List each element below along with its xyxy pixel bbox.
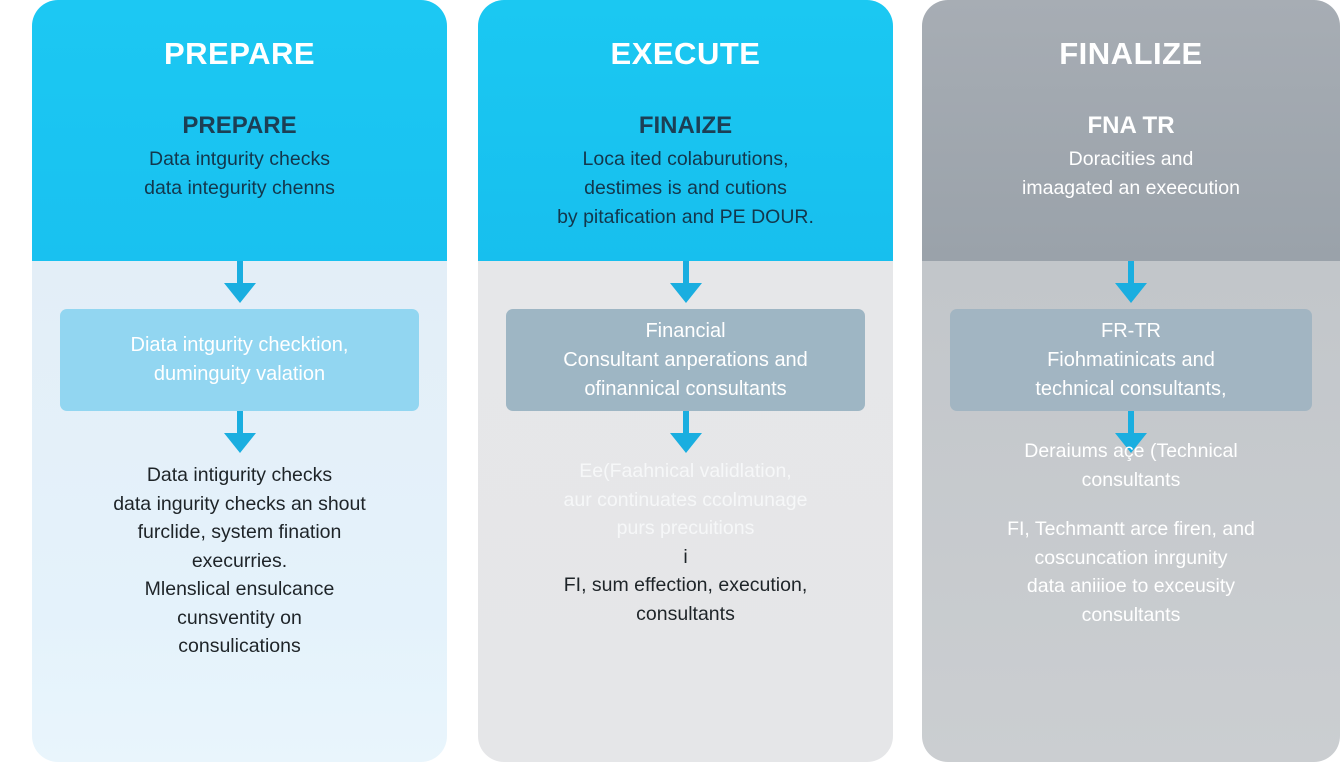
execute-description: Loca ited colaburutions, destimes is and…: [488, 145, 883, 232]
execute-body: Financial Consultant anperations and ofi…: [478, 261, 893, 762]
finalize-subtitle: FNA TR: [1087, 112, 1175, 139]
box-line: ofinannical consultants: [584, 377, 787, 400]
desc-line: Loca ited colaburutions,: [582, 148, 789, 170]
box-line: duminguity valation: [153, 363, 326, 385]
note-line: cunsventity on: [177, 606, 302, 629]
column-prepare: PREPARE PREPARE Data intgurity checks da…: [32, 0, 447, 762]
execute-header: EXECUTE FINAIZE Loca ited colaburutions,…: [478, 0, 893, 261]
note-line: consultants: [1081, 468, 1181, 491]
desc-line: destimes is and cutions: [584, 177, 787, 199]
arrow-down-icon: [669, 261, 703, 305]
arrow-down-icon: [669, 411, 703, 455]
box-line: technical consultants,: [1035, 377, 1227, 400]
column-execute: EXECUTE FINAIZE Loca ited colaburutions,…: [478, 0, 893, 762]
prepare-step-box: Diata intgurity checktion, duminguity va…: [60, 309, 419, 411]
execute-subtitle: FINAIZE: [638, 112, 733, 139]
prepare-header: PREPARE PREPARE Data intgurity checks da…: [32, 0, 447, 261]
box-line: Diata intgurity checktion,: [130, 334, 349, 356]
box-line: Consultant anperations and: [563, 348, 808, 371]
arrow-down-icon: [1114, 411, 1148, 455]
note-line: execurries.: [191, 549, 288, 572]
note-line: data aniiioe to exceusity: [1026, 575, 1236, 597]
prepare-title: PREPARE: [163, 36, 316, 71]
finalize-step-box: FR-TR Fiohmatinicats and technical consu…: [950, 309, 1312, 411]
desc-line: Data intgurity checks: [149, 148, 330, 170]
prepare-body: Diata intgurity checktion, duminguity va…: [32, 261, 447, 762]
arrow-down-icon: [1114, 261, 1148, 305]
note-line: consultants: [636, 602, 735, 625]
desc-line: by pitafication and PE DOUR.: [557, 206, 814, 228]
note-line: consultants: [1081, 603, 1181, 626]
box-line: Financial: [645, 319, 726, 342]
finalize-header: FINALIZE FNA TR Doracities and imaagated…: [922, 0, 1340, 261]
column-finalize: FINALIZE FNA TR Doracities and imaagated…: [922, 0, 1340, 762]
note-line: data ingurity checks an shout: [113, 492, 366, 515]
desc-line: imaagated an exeecution: [1022, 177, 1240, 199]
box-line: FR-TR: [1101, 319, 1161, 342]
note-line: coscuncation inrgunity: [1034, 546, 1228, 569]
note-line: purs precuitions: [616, 517, 755, 539]
arrow-down-icon: [223, 411, 257, 455]
note-line: consulications: [178, 635, 301, 657]
prepare-notes: Data intigurity checks data ingurity che…: [42, 461, 437, 661]
finalize-notes-group-1: Deraiums açe (Technical consultants: [932, 437, 1330, 494]
prepare-subtitle: PREPARE: [182, 112, 297, 139]
desc-line: Doracities and: [1068, 148, 1194, 170]
finalize-notes-group-2: FI, Techmantt arce firen, and coscuncati…: [932, 515, 1330, 629]
note-mark: i: [683, 545, 688, 568]
note-line: furclide, system fination: [137, 521, 342, 543]
note-line: FI, Techmantt arce firen, and: [1007, 518, 1255, 540]
note-line: Data intigurity checks: [146, 464, 333, 486]
note-line: Mlenslical ensulcance: [144, 578, 335, 600]
note-line: FI, sum effection, execution,: [563, 574, 808, 596]
finalize-body: FR-TR Fiohmatinicats and technical consu…: [922, 261, 1340, 762]
execute-step-box: Financial Consultant anperations and ofi…: [506, 309, 865, 411]
finalize-title: FINALIZE: [1059, 36, 1203, 71]
execute-title: EXECUTE: [610, 36, 761, 71]
finalize-description: Doracities and imaagated an exeecution: [932, 145, 1330, 203]
note-line: aur continuates ccolmunage: [563, 488, 808, 511]
desc-line: data integurity chenns: [144, 177, 335, 199]
note-line: Deraiums açe (Technical: [1024, 440, 1238, 462]
note-line: Ee(Faahnical validlation,: [579, 460, 792, 482]
arrow-down-icon: [223, 261, 257, 305]
box-line: Fiohmatinicats and: [1047, 348, 1215, 371]
execute-notes: Ee(Faahnical validlation, aur continuate…: [488, 457, 883, 628]
prepare-description: Data intgurity checks data integurity ch…: [42, 145, 437, 203]
